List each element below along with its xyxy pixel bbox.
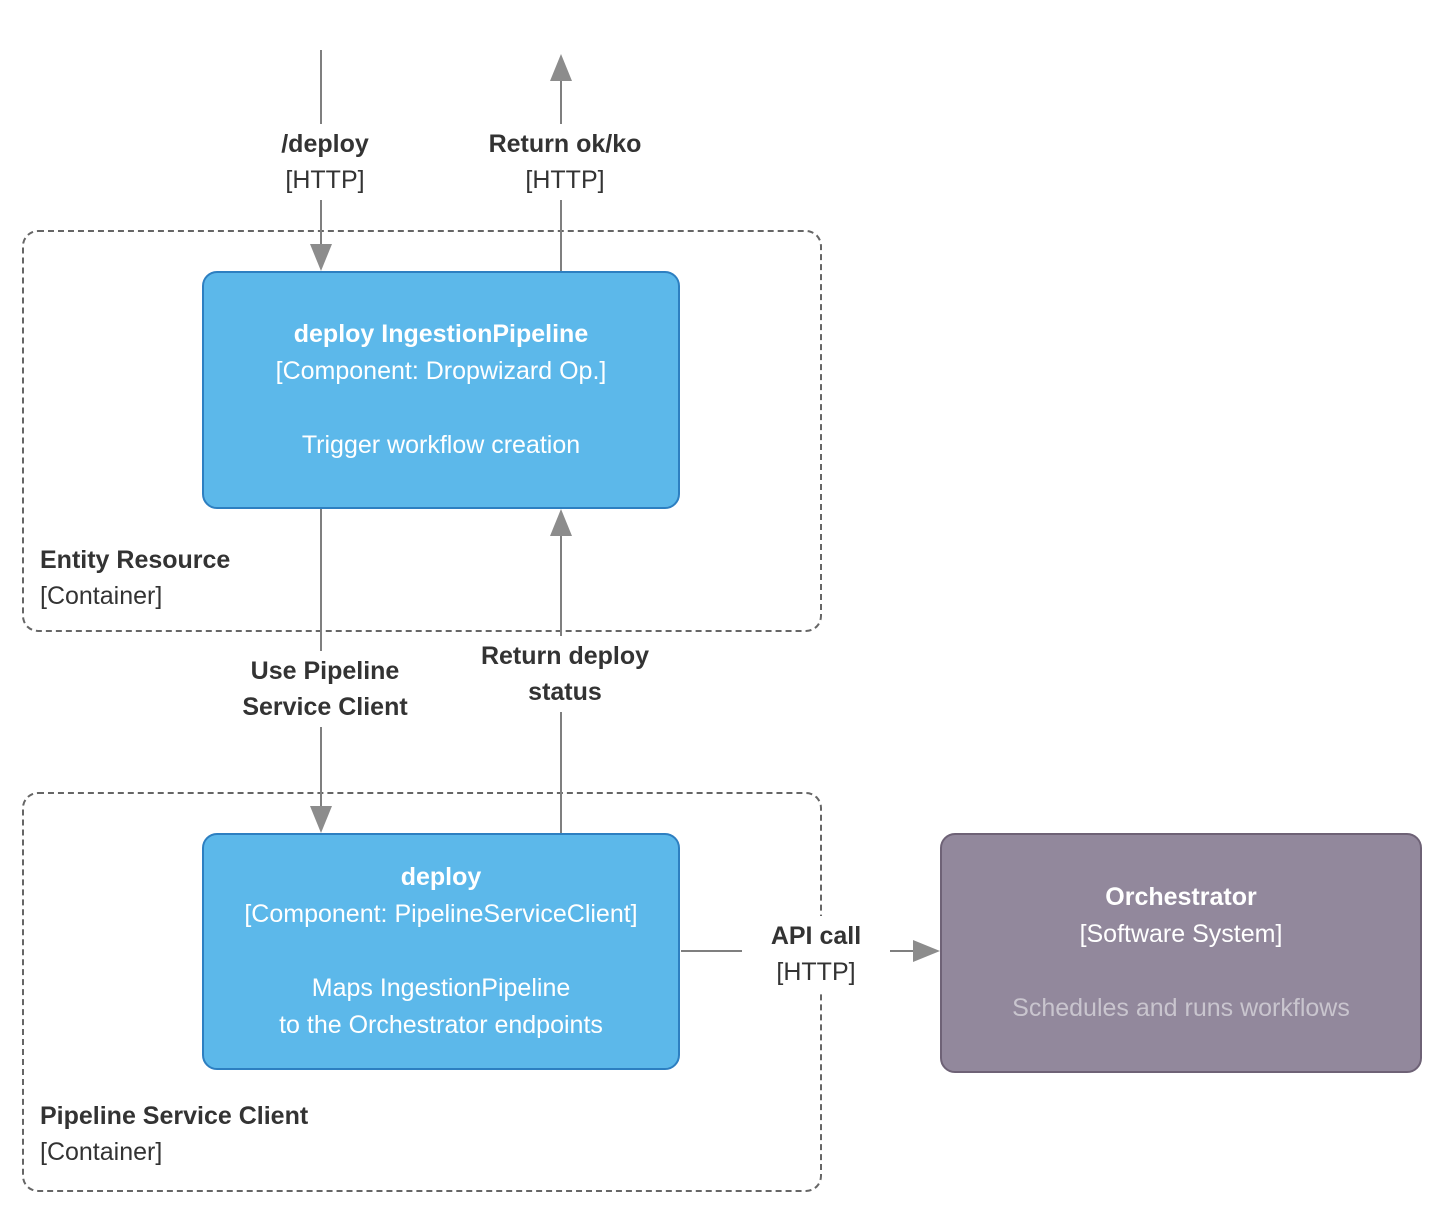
- edge-protocol-text: [HTTP]: [525, 166, 605, 194]
- container-type: [Container]: [40, 1138, 163, 1166]
- edge-label-text: API call: [770, 922, 862, 950]
- arrowhead-down-icon: [310, 244, 332, 271]
- edge-label-deploy-request: /deploy [HTTP]: [236, 124, 414, 200]
- edge-protocol-text: [HTTP]: [285, 166, 365, 194]
- container-boundary-pipeline-service-client: [22, 792, 822, 1192]
- container-name: Pipeline Service Client: [40, 1102, 309, 1130]
- component-deploy-ingestion-pipeline: deploy IngestionPipeline [Component: Dro…: [202, 271, 680, 509]
- system-subtitle: [Software System]: [1079, 920, 1283, 948]
- edge-label-text: Service Client: [242, 693, 408, 721]
- edge-label-text: status: [528, 678, 602, 706]
- external-system-orchestrator: Orchestrator [Software System] Schedules…: [940, 833, 1422, 1073]
- component-subtitle: [Component: Dropwizard Op.]: [275, 357, 607, 385]
- container-name: Entity Resource: [40, 546, 231, 574]
- component-title: deploy IngestionPipeline: [293, 320, 589, 348]
- arrowhead-up-icon: [550, 54, 572, 81]
- edge-label-return-deploy-status: Return deploy status: [466, 636, 664, 712]
- container-label-entity-resource: Entity Resource [Container]: [40, 542, 230, 614]
- edge-label-text: Return deploy: [480, 642, 650, 670]
- container-boundary-entity-resource: [22, 230, 822, 632]
- edge-label-text: /deploy: [281, 130, 369, 158]
- component-description: Maps IngestionPipeline: [311, 974, 571, 1002]
- component-description: Trigger workflow creation: [301, 431, 581, 459]
- arrowhead-up-icon: [550, 509, 572, 536]
- system-description: Schedules and runs workflows: [1012, 994, 1350, 1022]
- edge-label-text: Return ok/ko: [488, 130, 642, 158]
- system-title: Orchestrator: [1105, 883, 1257, 911]
- arrowhead-down-icon: [310, 806, 332, 833]
- edge-label-use-pipeline-service-client: Use Pipeline Service Client: [221, 651, 429, 727]
- container-type: [Container]: [40, 582, 163, 610]
- component-title: deploy: [400, 863, 482, 891]
- container-label-pipeline-service-client: Pipeline Service Client [Container]: [40, 1098, 308, 1170]
- edge-protocol-text: [HTTP]: [776, 958, 856, 986]
- arrowhead-right-icon: [913, 940, 940, 962]
- component-deploy-pipeline-service-client: deploy [Component: PipelineServiceClient…: [202, 833, 680, 1070]
- component-subtitle: [Component: PipelineServiceClient]: [244, 900, 638, 928]
- edge-label-api-call: API call [HTTP]: [742, 916, 890, 992]
- edge-label-return-ok-ko: Return ok/ko [HTTP]: [456, 124, 674, 200]
- component-description: to the Orchestrator endpoints: [279, 1011, 603, 1039]
- edge-label-text: Use Pipeline: [250, 657, 400, 685]
